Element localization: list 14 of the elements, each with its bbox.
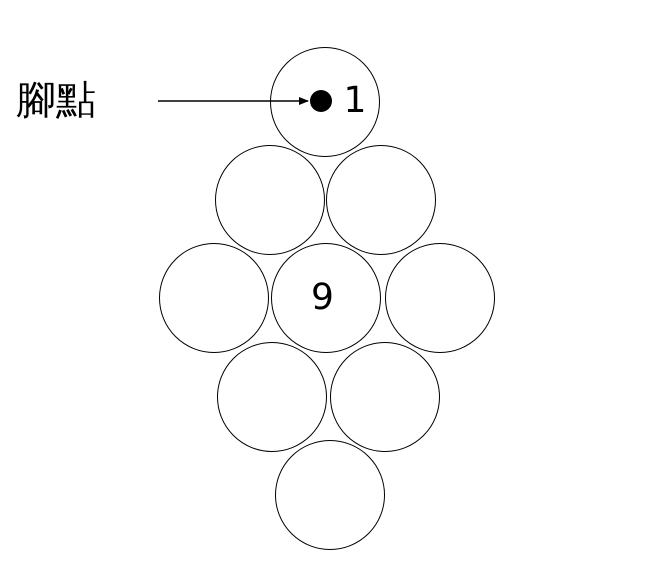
ball-circle [270, 47, 380, 157]
ball-circle [330, 342, 440, 452]
ball-circle [326, 145, 436, 255]
ball-number: 9 [311, 278, 334, 318]
ball-circle [215, 145, 325, 255]
ball-circle [271, 243, 381, 353]
ball-circle [217, 342, 327, 452]
ball-number: 1 [344, 80, 366, 120]
spot-dot [310, 90, 332, 112]
spot-label: 腳點 [16, 76, 112, 124]
ball-circle [385, 243, 495, 353]
leader-arrow [158, 97, 309, 105]
ball-circle [275, 440, 385, 550]
ball-circle [159, 243, 269, 353]
